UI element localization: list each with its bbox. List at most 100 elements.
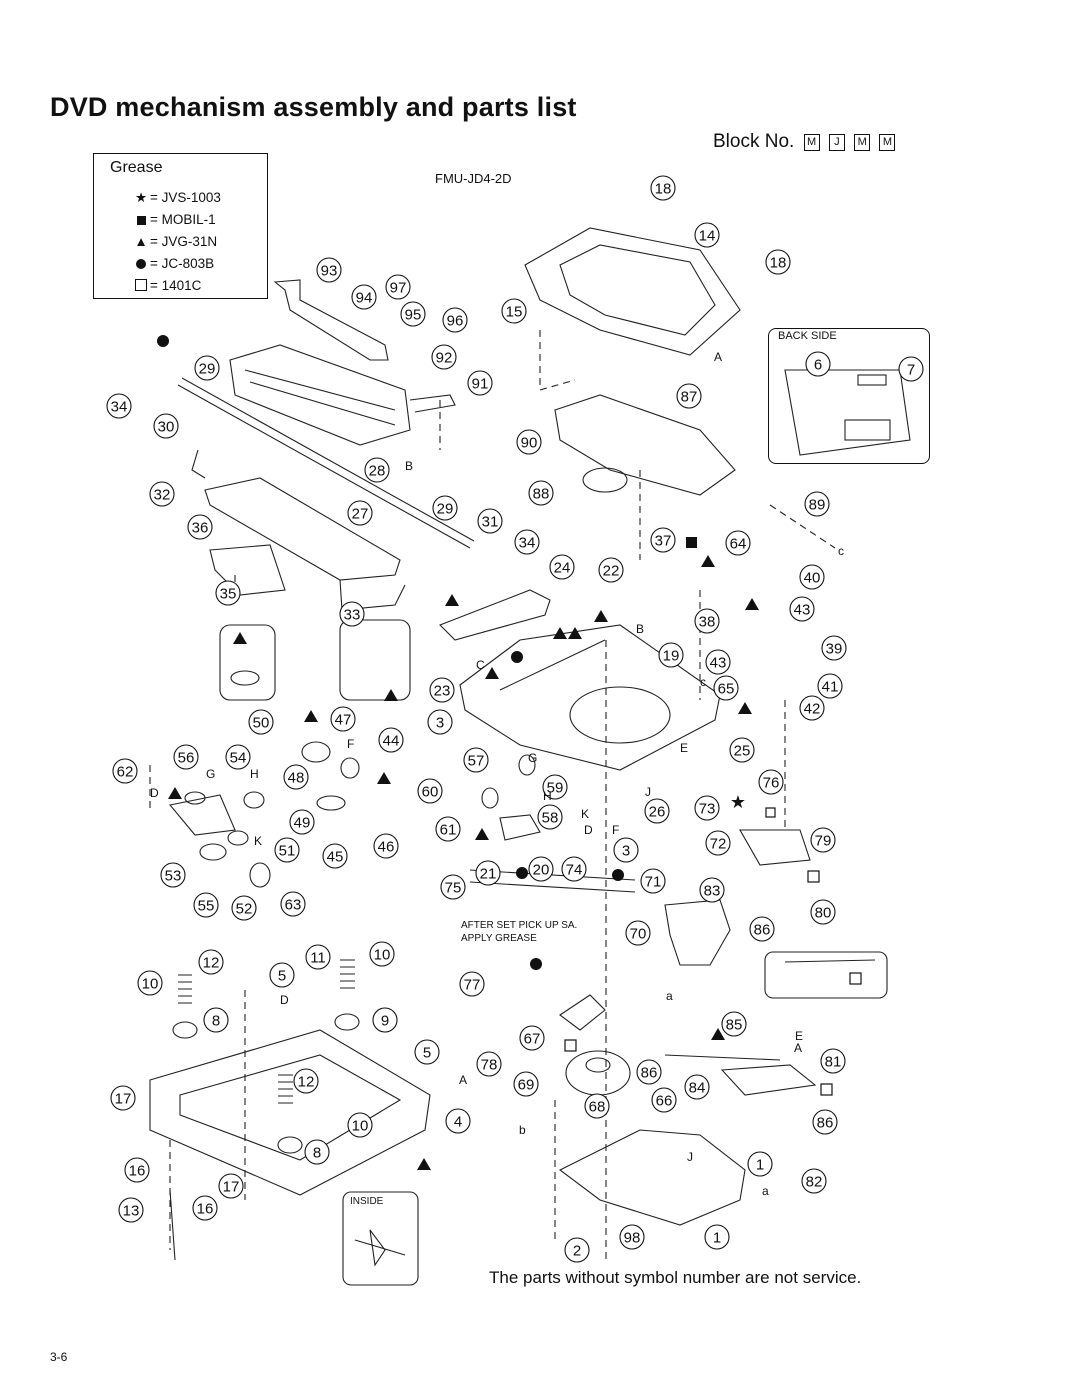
grease-item-text: = JC-803B <box>150 256 215 271</box>
callout-circle <box>153 413 179 439</box>
callout-number: 35 <box>220 586 237 603</box>
callout-number: 22 <box>603 563 620 580</box>
part-callout: 68 <box>584 1093 610 1119</box>
star-icon: ★ <box>730 792 746 813</box>
callout-circle <box>187 514 213 540</box>
part-callout: 14 <box>694 222 720 248</box>
callout-number: 90 <box>521 435 538 452</box>
grease-item: ▲= JVG-31N <box>134 232 217 252</box>
callout-circle <box>463 747 489 773</box>
part-callout: 84 <box>684 1074 710 1100</box>
part-callout: 7 <box>898 356 924 382</box>
callout-circle <box>598 557 624 583</box>
part-callout: 30 <box>153 413 179 439</box>
callout-circle <box>812 1109 838 1135</box>
callout-circle <box>684 1074 710 1100</box>
callout-circle <box>561 856 587 882</box>
callout-circle <box>799 564 825 590</box>
callout-circle <box>429 677 455 703</box>
callout-circle <box>198 949 224 975</box>
back-side-label: BACK SIDE <box>778 330 837 342</box>
callout-number: 59 <box>547 780 564 797</box>
callout-circle <box>467 370 493 396</box>
callout-circle <box>330 706 356 732</box>
filled-circle-icon <box>530 958 542 970</box>
part-callout: 64 <box>725 530 751 556</box>
part-callout: 2 <box>564 1237 590 1263</box>
callout-number: 98 <box>624 1230 641 1247</box>
filled-triangle-icon <box>738 702 752 714</box>
filled-triangle-icon <box>475 828 489 840</box>
callout-circle <box>650 527 676 553</box>
part-callout: 85 <box>721 1011 747 1037</box>
callout-circle <box>805 351 831 377</box>
callout-circle <box>658 642 684 668</box>
callout-circle <box>160 862 186 888</box>
part-callout: 52 <box>231 895 257 921</box>
part-callout: 3 <box>613 837 639 863</box>
part-callout: 34 <box>106 393 132 419</box>
part-callout: 90 <box>516 429 542 455</box>
callout-number: 65 <box>718 681 735 698</box>
reference-letter: B <box>405 459 413 473</box>
callout-circle <box>118 1197 144 1223</box>
callout-circle <box>400 301 426 327</box>
part-callout: 10 <box>137 970 163 996</box>
callout-circle <box>477 508 503 534</box>
callout-number: 51 <box>279 843 296 860</box>
filled-triangle-icon <box>711 1028 725 1040</box>
callout-number: 78 <box>481 1057 498 1074</box>
callout-circle <box>564 1237 590 1263</box>
part-callout: 37 <box>650 527 676 553</box>
filled-triangle-icon <box>594 610 608 622</box>
part-callout: 47 <box>330 706 356 732</box>
callout-number: 23 <box>434 683 451 700</box>
part-callout: 83 <box>699 877 725 903</box>
grease-item-text: = MOBIL-1 <box>150 212 216 227</box>
callout-number: 85 <box>726 1017 743 1034</box>
reference-letter: A <box>714 350 722 364</box>
part-callout: 34 <box>514 529 540 555</box>
callout-circle <box>820 1048 846 1074</box>
part-callout: 98 <box>619 1224 645 1250</box>
grease-legend: Grease ★= JVS-1003 = MOBIL-1 ▲= JVG-31N … <box>93 153 268 299</box>
callout-number: 12 <box>298 1074 315 1091</box>
reference-letter: F <box>612 823 619 837</box>
part-callout: 20 <box>528 856 554 882</box>
callout-circle <box>810 827 836 853</box>
part-callout: 74 <box>561 856 587 882</box>
callout-number: 2 <box>573 1243 581 1260</box>
callout-circle <box>789 596 815 622</box>
grease-title: Grease <box>110 159 163 176</box>
callout-number: 10 <box>352 1118 369 1135</box>
after-note-line: APPLY GREASE <box>461 933 537 944</box>
grease-item: = JC-803B <box>134 254 214 274</box>
part-callout: 69 <box>513 1071 539 1097</box>
callout-circle <box>636 1059 662 1085</box>
callout-circle <box>694 795 720 821</box>
callout-number: 79 <box>815 833 832 850</box>
callout-number: 20 <box>533 862 550 879</box>
part-callout: 12 <box>293 1068 319 1094</box>
callout-number: 53 <box>165 868 182 885</box>
open-square-icon <box>820 1083 833 1096</box>
part-callout: 70 <box>625 920 651 946</box>
callout-number: 80 <box>815 905 832 922</box>
filled-triangle-icon <box>233 632 247 644</box>
callout-circle <box>305 944 331 970</box>
reference-letter: G <box>206 767 215 781</box>
callout-number: 10 <box>142 976 159 993</box>
part-callout: 67 <box>519 1025 545 1051</box>
callout-circle <box>269 962 295 988</box>
callout-number: 16 <box>129 1163 146 1180</box>
callout-circle <box>528 480 554 506</box>
callout-circle <box>427 709 453 735</box>
callout-circle <box>801 1168 827 1194</box>
callout-number: 36 <box>192 520 209 537</box>
callout-number: 66 <box>656 1093 673 1110</box>
back-side-inset <box>768 328 930 464</box>
reference-letter: D <box>584 823 593 837</box>
callout-circle <box>110 1085 136 1111</box>
filled-circle-icon <box>516 867 528 879</box>
callout-number: 10 <box>374 947 391 964</box>
